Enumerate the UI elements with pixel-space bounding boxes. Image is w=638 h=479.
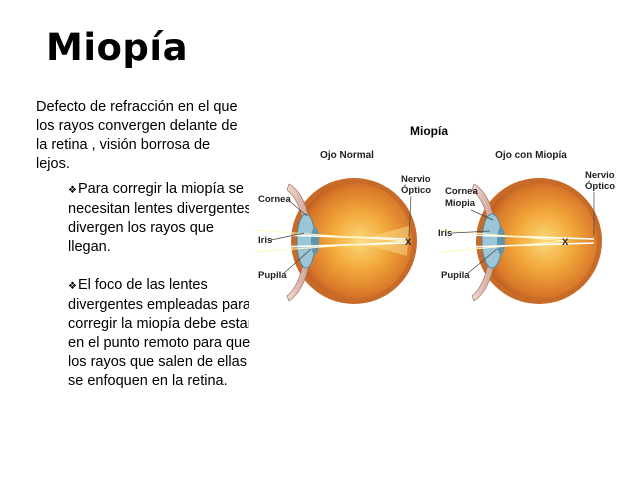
diamond-bullet-icon: ❖ xyxy=(68,185,77,196)
myopia-figure: Miopía Ojo Normal Ojo con Miopía X Corne… xyxy=(249,106,619,328)
intro-text: Defecto de refracción en el que los rayo… xyxy=(36,99,238,172)
right-nervio-label: Nervio xyxy=(585,170,615,181)
left-iris-label: Iris xyxy=(258,235,272,246)
bullet-list: ❖Para corregir la miopía se necesitan le… xyxy=(68,180,258,410)
right-iris-label: Iris xyxy=(438,228,452,239)
diamond-bullet-icon: ❖ xyxy=(68,281,77,292)
left-optico-label: Óptico xyxy=(401,184,431,196)
bullet-item: ❖El foco de las lentes divergentes emple… xyxy=(68,276,258,391)
left-cornea-label: Cornea xyxy=(258,194,291,205)
bullet-text: Para corregir la miopía se necesitan len… xyxy=(68,181,256,255)
left-nervio-label: Nervio xyxy=(401,174,431,185)
right-cornea-label: Cornea xyxy=(445,186,478,197)
bullet-item: ❖Para corregir la miopía se necesitan le… xyxy=(68,180,258,257)
right-focus-mark: X xyxy=(562,237,569,248)
left-eye-caption: Ojo Normal xyxy=(320,150,374,161)
figure-title: Miopía xyxy=(410,124,448,138)
myopic-eye-illustration: X xyxy=(434,178,602,304)
bullet-text: El foco de las lentes divergentes emplea… xyxy=(68,277,253,389)
slide-title: Miopía xyxy=(46,26,189,69)
left-focus-mark: X xyxy=(405,237,412,248)
right-miopia-label: Miopia xyxy=(445,198,476,209)
right-eye-caption: Ojo con Miopía xyxy=(495,150,567,161)
right-pupila-label: Pupila xyxy=(441,270,470,281)
right-optico-label: Óptico xyxy=(585,180,615,192)
normal-eye-illustration: X xyxy=(249,178,417,304)
left-pupila-label: Pupila xyxy=(258,270,287,281)
